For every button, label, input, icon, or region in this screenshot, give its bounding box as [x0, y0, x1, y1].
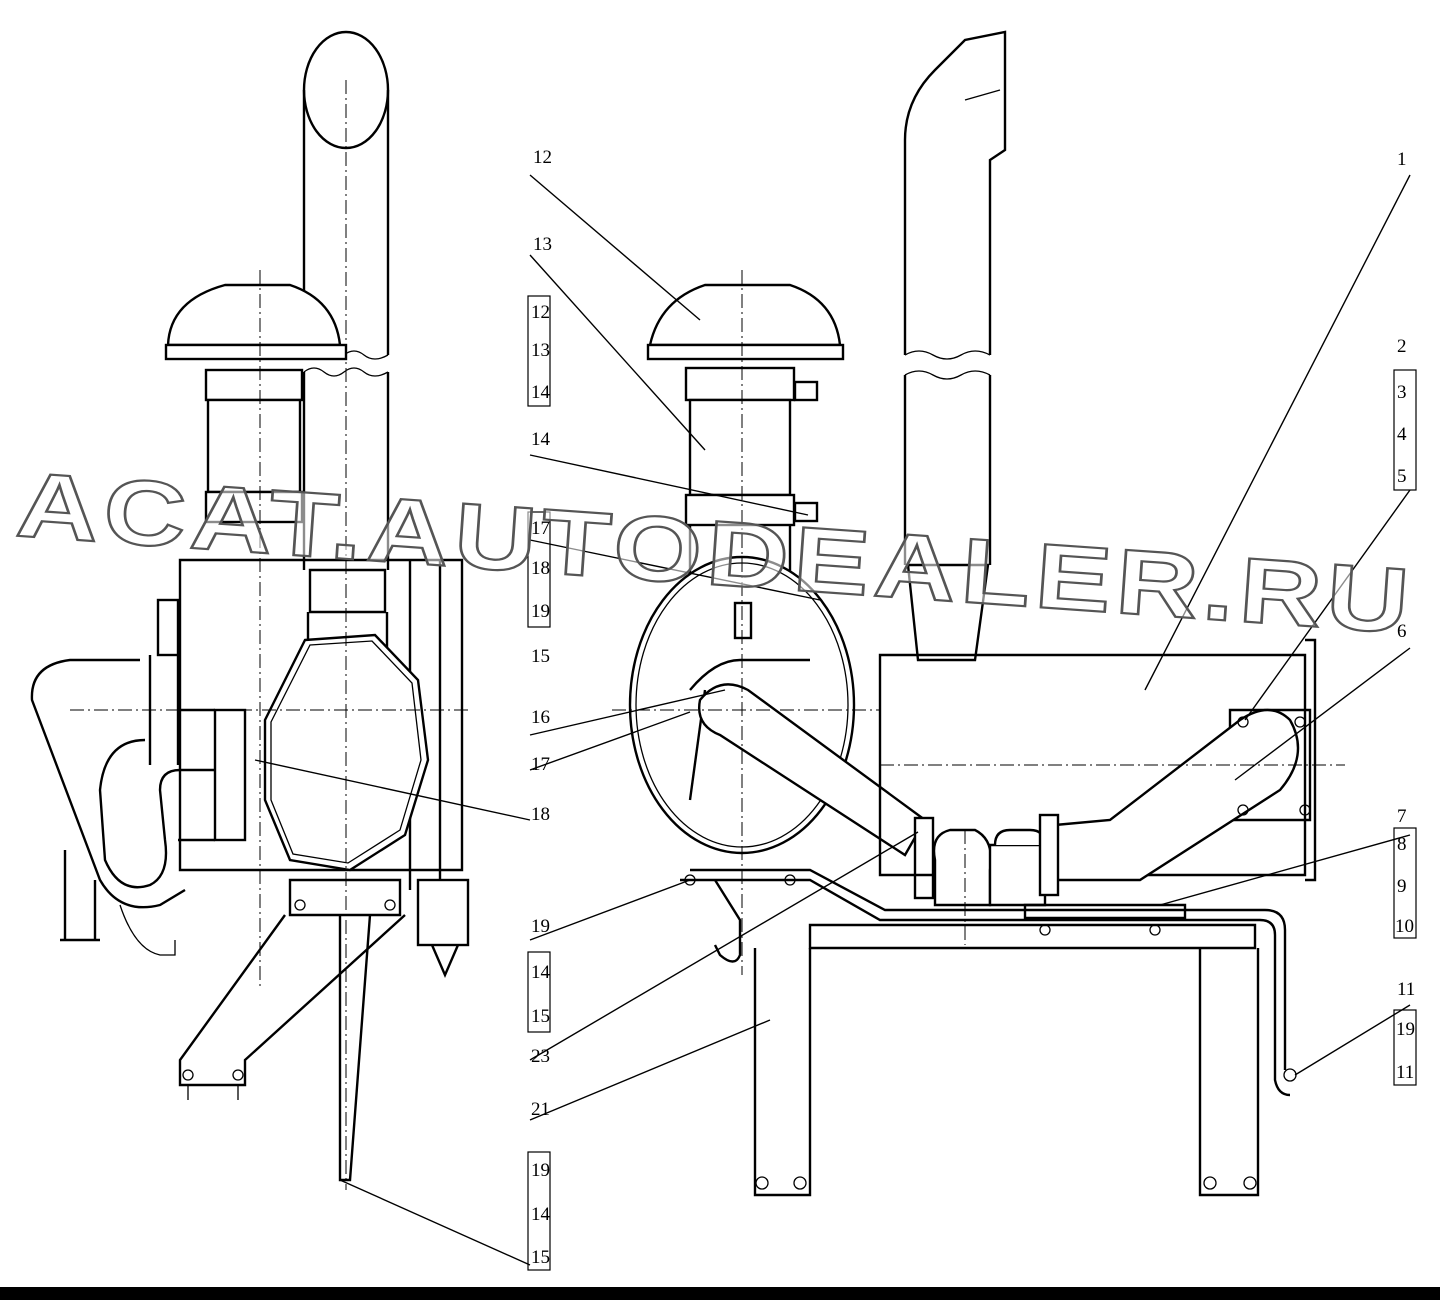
- callout-15-bottom: 15: [531, 1247, 550, 1268]
- callout-2: 2: [1397, 336, 1407, 357]
- callout-5: 5: [1397, 466, 1407, 487]
- callout-18: 18: [531, 804, 550, 825]
- callout-19-box: 19: [531, 601, 550, 622]
- callout-11: 11: [1397, 979, 1415, 1000]
- leader-lines: [254, 174, 1411, 1266]
- bottom-border-bar: [0, 1287, 1440, 1300]
- callout-12-box: 12: [531, 302, 550, 323]
- left-air-cleaner: [156, 283, 464, 890]
- callout-23: 23: [531, 1046, 550, 1067]
- callout-11-right: 11: [1396, 1062, 1414, 1083]
- right-air-cleaner: [646, 283, 845, 575]
- callout-15: 15: [531, 646, 550, 667]
- callout-13-box: 13: [531, 340, 550, 361]
- left-support-bracket: [178, 878, 470, 1182]
- callout-17: 17: [531, 754, 550, 775]
- callout-21: 21: [531, 1099, 550, 1120]
- callout-13: 13: [533, 234, 552, 255]
- callout-12: 12: [533, 147, 552, 168]
- left-elbow-pipe: [30, 655, 247, 956]
- callout-14: 14: [531, 429, 551, 450]
- callout-4: 4: [1397, 424, 1407, 445]
- callout-7-label: 7: [1397, 806, 1407, 827]
- right-front-view: [612, 30, 1345, 1197]
- callout-10: 10: [1395, 916, 1414, 937]
- right-exhaust-pipe: [903, 30, 1007, 662]
- callout-labels: 12 13 12 13 14 14 17 18 19 15 16 17 18 1…: [527, 147, 1417, 1271]
- callout-6: 6: [1397, 621, 1407, 642]
- callout-3: 3: [1397, 382, 1407, 403]
- left-side-view: [30, 30, 470, 1190]
- right-main-body: [878, 638, 1317, 882]
- right-stand-frame: [680, 868, 1297, 1197]
- callout-17-box: 17: [531, 518, 550, 539]
- right-intake-tube: [698, 683, 935, 900]
- callout-1: 1: [1397, 149, 1407, 170]
- callout-14-box: 14: [531, 382, 551, 403]
- callout-16: 16: [531, 707, 550, 728]
- callout-14-bottom: 14: [531, 1204, 551, 1225]
- callout-19-bottom: 19: [531, 1160, 550, 1181]
- callout-19-right: 19: [1396, 1019, 1415, 1040]
- right-turbocharger: [932, 813, 1187, 920]
- callout-9: 9: [1397, 876, 1407, 897]
- callout-14-lower: 14: [531, 962, 551, 983]
- callout-19: 19: [531, 916, 550, 937]
- callout-8: 8: [1397, 834, 1407, 855]
- callout-15-lower: 15: [531, 1006, 550, 1027]
- callout-18-box: 18: [531, 558, 550, 579]
